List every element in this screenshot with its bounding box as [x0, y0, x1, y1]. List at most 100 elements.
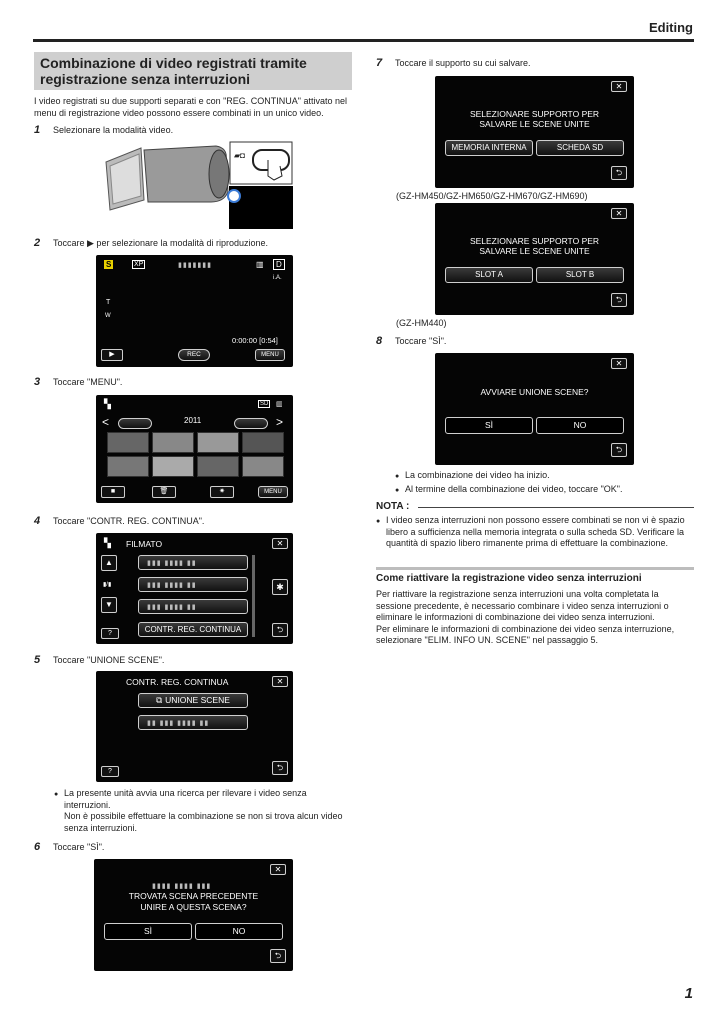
intro-text: I video registrati su due supporti separ…: [34, 96, 348, 118]
step-text: Toccare "SÌ".: [53, 842, 105, 852]
left-column: Combinazione di video registrati tramite…: [34, 52, 352, 119]
header-rule: [33, 39, 694, 42]
section-title: Combinazione di video registrati tramite…: [34, 52, 352, 90]
slot-b-button[interactable]: SLOT B: [536, 267, 624, 283]
page-number: 1: [684, 985, 693, 1002]
camera-illustration: ▰◘: [96, 140, 294, 230]
yes-button[interactable]: SÌ: [104, 923, 192, 940]
d-icon: D: [273, 259, 285, 270]
back-icon[interactable]: ⮌: [611, 293, 627, 307]
media1-line2: SALVARE LE SCENE UNITE: [479, 119, 590, 129]
mode-s-icon: S: [104, 260, 114, 269]
rec-button[interactable]: REC: [178, 349, 210, 361]
no-button[interactable]: NO: [195, 923, 283, 940]
play-mode-button[interactable]: ▶: [101, 349, 123, 361]
playback-screen: S XP ▮▮▮▮▮▮▮ ▥ D i.A. T W 0:00:00 [0:54]…: [96, 255, 293, 367]
menu-item-1[interactable]: ▮▮▮ ▮▮▮▮ ▮▮: [138, 555, 248, 570]
menu-item-contr-reg-continua[interactable]: CONTR. REG. CONTINUA: [138, 622, 248, 637]
step8-bullet-1: ● La combinazione dei video ha inizio.: [395, 470, 695, 482]
blurred-text: ▮▮▮▮ ▮▮▮▮ ▮▮▮: [152, 883, 212, 890]
thumbnail[interactable]: [197, 432, 239, 453]
step8-bullet-text-2: Al termine della combinazione dei video,…: [405, 484, 623, 494]
step5-bullet-line2: Non è possibile effettuare la combinazio…: [64, 811, 343, 833]
thumbnail[interactable]: [242, 456, 284, 477]
continua-title: CONTR. REG. CONTINUA: [126, 677, 229, 687]
slideshow-icon[interactable]: ✷: [210, 486, 234, 498]
step-number: 8: [376, 335, 383, 347]
close-icon[interactable]: ✕: [611, 81, 627, 92]
next-date-button[interactable]: [234, 418, 268, 429]
sd-card-button[interactable]: SCHEDA SD: [536, 140, 624, 156]
header-section-title: Editing: [648, 20, 693, 35]
internal-memory-button[interactable]: MEMORIA INTERNA: [445, 140, 533, 156]
confirm-screen: ✕ AVVIARE UNIONE SCENE? SÌ NO ⮌: [435, 353, 634, 465]
thumbnail[interactable]: [242, 432, 284, 453]
thumbnail[interactable]: [107, 456, 149, 477]
elim-info-button[interactable]: ▮▮ ▮▮▮ ▮▮▮▮ ▮▮: [138, 715, 248, 730]
bullet-icon: ●: [395, 487, 400, 494]
record-mode-button[interactable]: ■: [101, 486, 125, 498]
step5-bullet: ● La presente unità avvia una ricerca pe…: [54, 788, 352, 834]
close-icon[interactable]: ✕: [272, 676, 288, 687]
up-icon[interactable]: ▲: [101, 555, 117, 571]
step5-bullet-line1: La presente unità avvia una ricerca per …: [64, 788, 307, 810]
unione-scene-button[interactable]: ⧉UNIONE SCENE: [138, 693, 248, 708]
menu-title: FILMATO: [126, 539, 163, 549]
close-icon[interactable]: ✕: [611, 208, 627, 219]
help-button[interactable]: ?: [101, 766, 119, 777]
back-icon[interactable]: ⮌: [270, 949, 286, 963]
gear-icon[interactable]: ✱: [272, 579, 288, 595]
nota-title: NOTA :: [376, 501, 410, 512]
media2-line1: SELEZIONARE SUPPORTO PER: [469, 236, 600, 246]
prev-date-button[interactable]: [118, 418, 152, 429]
close-icon[interactable]: ✕: [270, 864, 286, 875]
nota-rule: [418, 507, 694, 508]
trash-icon[interactable]: 🗑: [152, 486, 176, 498]
menu-button[interactable]: MENU: [255, 349, 285, 361]
thumbnail[interactable]: [152, 432, 194, 453]
found-line2: UNIRE A QUESTA SCENA?: [140, 902, 247, 912]
thumbnail[interactable]: [107, 432, 149, 453]
step-number: 1: [34, 124, 41, 136]
film-mode-icon: ▚: [104, 399, 111, 409]
zoom-t-label: T: [106, 299, 111, 306]
step-number: 5: [34, 654, 41, 666]
thumbnail[interactable]: [152, 456, 194, 477]
back-icon[interactable]: ⮌: [272, 623, 288, 637]
back-icon[interactable]: ⮌: [272, 761, 288, 775]
slot-a-button[interactable]: SLOT A: [445, 267, 533, 283]
down-icon[interactable]: ▼: [101, 597, 117, 613]
mode-icons: ▰◘: [234, 151, 245, 160]
left-arrow-icon[interactable]: <: [102, 415, 110, 429]
thumbnail[interactable]: [197, 456, 239, 477]
zoom-w-label: W: [105, 313, 111, 319]
step-text: Toccare "MENU".: [53, 377, 123, 387]
close-icon[interactable]: ✕: [611, 358, 627, 369]
step-number: 3: [34, 376, 41, 388]
media2-line2: SALVARE LE SCENE UNITE: [479, 246, 590, 256]
timecode: 0:00:00 [0:54]: [232, 336, 278, 345]
no-button[interactable]: NO: [536, 417, 624, 434]
media2-caption: (GZ-HM440): [396, 318, 447, 328]
right-arrow-icon[interactable]: >: [276, 415, 284, 429]
step-text: Selezionare la modalità video.: [53, 125, 174, 135]
back-icon[interactable]: ⮌: [611, 443, 627, 457]
step-text: Toccare "UNIONE SCENE".: [53, 655, 165, 665]
nota-body: ● I video senza interruzioni non possono…: [376, 515, 694, 550]
page-indicator: ▮/▮: [103, 582, 112, 588]
menu-button[interactable]: MENU: [258, 486, 288, 498]
subsection-rule: [376, 567, 694, 570]
scrollbar[interactable]: [252, 555, 255, 637]
yes-button[interactable]: SÌ: [445, 417, 533, 434]
menu-item-2[interactable]: ▮▮▮ ▮▮▮▮ ▮▮: [138, 577, 248, 592]
back-icon[interactable]: ⮌: [611, 166, 627, 180]
film-icon: ▚: [104, 538, 111, 548]
close-icon[interactable]: ✕: [272, 538, 288, 549]
menu-item-3[interactable]: ▮▮▮ ▮▮▮▮ ▮▮: [138, 599, 248, 614]
media1-line1: SELEZIONARE SUPPORTO PER: [469, 109, 600, 119]
help-button[interactable]: ?: [101, 628, 119, 639]
step-text: Toccare "CONTR. REG. CONTINUA".: [53, 516, 205, 526]
battery-icon: ▥: [256, 260, 264, 269]
media-select-screen-2: ✕ SELEZIONARE SUPPORTO PER SALVARE LE SC…: [435, 203, 634, 315]
step8-bullet-text-1: La combinazione dei video ha inizio.: [405, 470, 550, 480]
